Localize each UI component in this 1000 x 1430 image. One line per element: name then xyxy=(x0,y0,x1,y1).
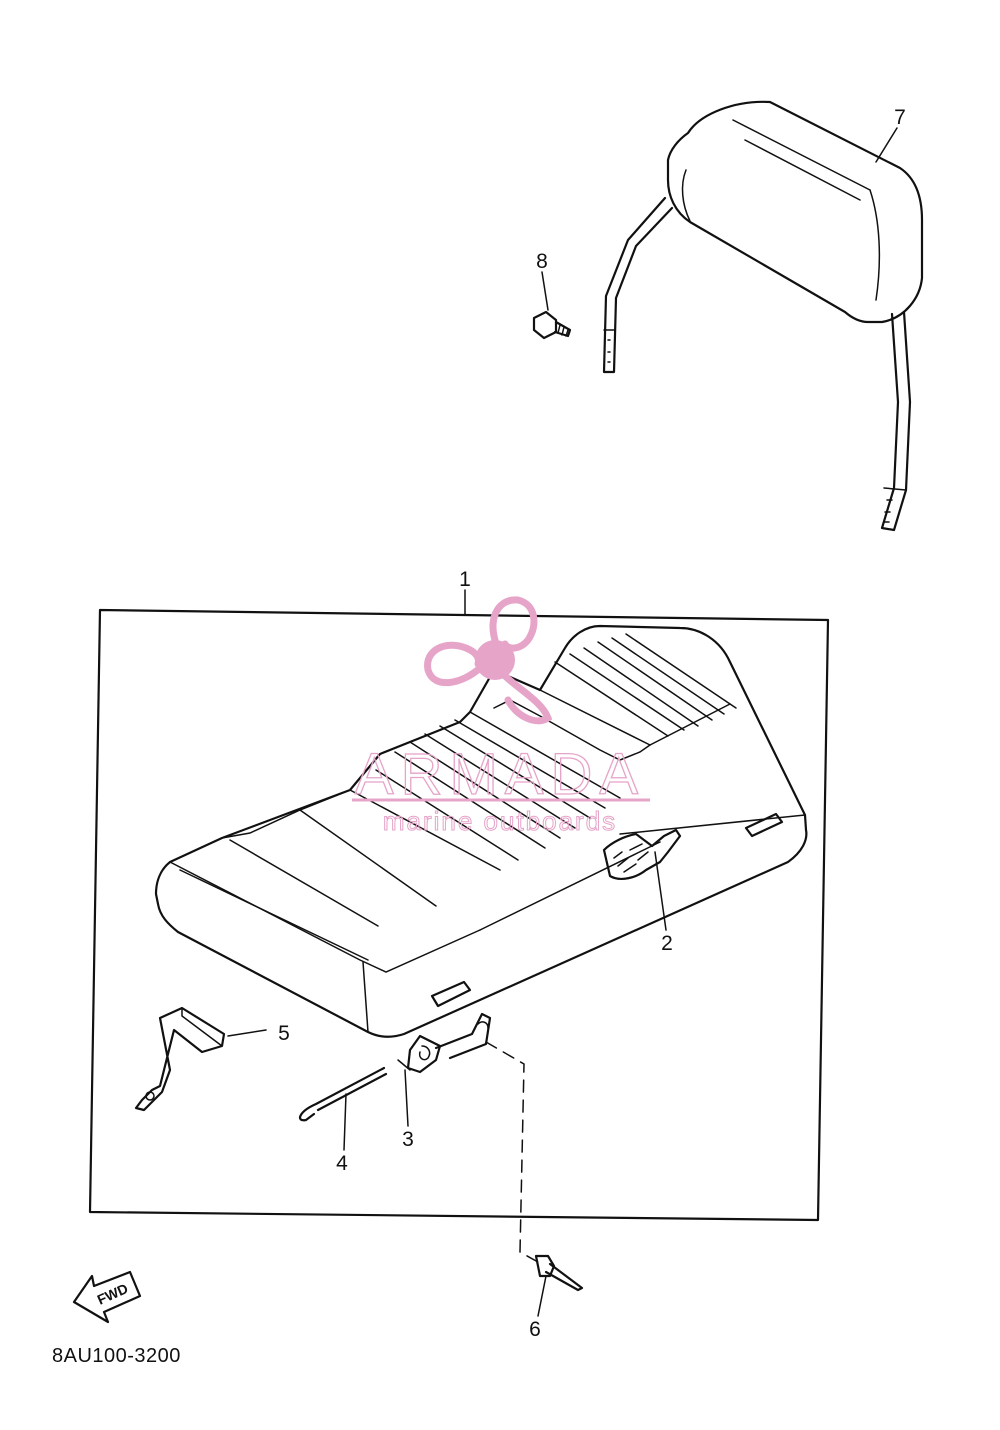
seat-stay-part xyxy=(134,1006,226,1112)
rivet-part xyxy=(534,1254,584,1292)
leader-3 xyxy=(404,1069,409,1127)
leader-2 xyxy=(654,851,667,931)
kit-frame xyxy=(88,608,830,1222)
callout-4: 4 xyxy=(336,1152,348,1175)
leader-4 xyxy=(343,1093,347,1151)
propeller-logo-icon xyxy=(424,596,553,725)
callout-8: 8 xyxy=(536,250,548,273)
callout-2: 2 xyxy=(661,932,673,955)
rod-part xyxy=(298,1066,388,1122)
watermark-brand: ARMADA xyxy=(355,742,645,807)
leader-5 xyxy=(227,1029,267,1037)
latch-part xyxy=(397,1012,492,1074)
watermark-tagline: marine outboards xyxy=(383,806,617,836)
leader-8 xyxy=(541,271,549,311)
assembly-guide-line xyxy=(485,1041,539,1263)
forward-arrow-icon: FWD xyxy=(72,1270,142,1324)
callout-1: 1 xyxy=(459,568,471,591)
bolt-part xyxy=(532,310,572,340)
leader-6 xyxy=(537,1275,547,1317)
callout-5: 5 xyxy=(278,1022,290,1045)
callout-3: 3 xyxy=(402,1128,414,1151)
leader-7 xyxy=(875,127,898,163)
diagram-code: 8AU100-3200 xyxy=(52,1345,181,1367)
armada-watermark: ARMADA marine outboards xyxy=(352,596,650,837)
callout-6: 6 xyxy=(529,1318,541,1341)
callout-7: 7 xyxy=(894,106,906,129)
backrest-part xyxy=(602,100,924,532)
